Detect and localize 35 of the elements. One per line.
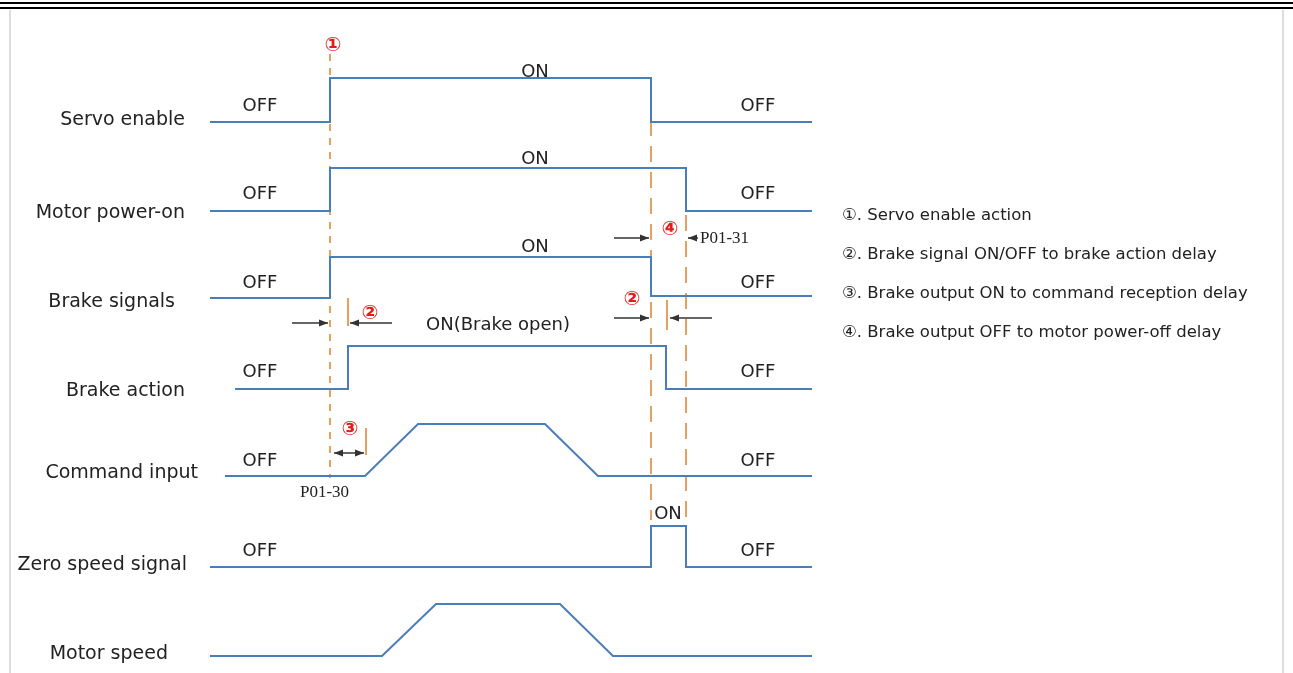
note-text: ②. Brake signal ON/OFF to brake action delay (842, 244, 1217, 264)
signal-name: Command input (45, 460, 198, 482)
note-text: ③. Brake output ON to command reception delay (842, 283, 1248, 303)
callout-number: ② (361, 301, 379, 323)
parameter-label: P01-30 (300, 482, 350, 502)
note-text: ①. Servo enable action (842, 205, 1032, 225)
state-label: OFF (740, 540, 776, 560)
signal-name: Servo enable (60, 107, 185, 129)
state-label: OFF (242, 272, 278, 292)
state-label: OFF (242, 450, 278, 470)
callout-number: ① (324, 33, 342, 55)
state-label: ON(Brake open) (426, 314, 570, 334)
note-text: ④. Brake output OFF to motor power-off delay (842, 322, 1222, 342)
state-label: OFF (242, 183, 278, 203)
state-label: OFF (740, 361, 776, 381)
state-label: ON (521, 148, 549, 168)
state-label: OFF (740, 450, 776, 470)
callout-number: ② (623, 287, 641, 309)
signal-name: Brake action (65, 378, 185, 400)
state-label: OFF (740, 272, 776, 292)
state-label: ON (521, 236, 549, 256)
state-label: OFF (242, 361, 278, 381)
callout-number: ④ (661, 217, 679, 239)
state-label: OFF (740, 183, 776, 203)
state-label: OFF (242, 540, 278, 560)
signal-name: Zero speed signal (17, 552, 187, 574)
parameter-label: P01-31 (700, 228, 750, 248)
state-label: OFF (740, 95, 776, 115)
signal-name: Motor power-on (35, 200, 185, 222)
callout-number: ③ (341, 417, 359, 439)
signal-name: Brake signals (48, 289, 175, 311)
state-label: ON (521, 61, 549, 81)
state-label: ON (654, 503, 682, 523)
state-label: OFF (242, 95, 278, 115)
signal-name: Motor speed (49, 641, 168, 663)
